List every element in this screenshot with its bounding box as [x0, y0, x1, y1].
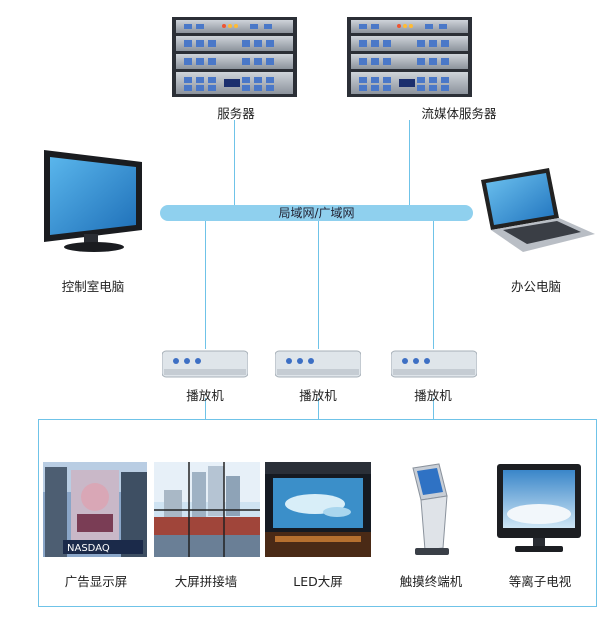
- player-device-icon: [275, 350, 361, 378]
- touch-kiosk-icon: [412, 463, 449, 555]
- video-wall-photo-icon: [154, 462, 260, 557]
- led-screen-photo-icon: [265, 462, 371, 557]
- streaming-server-link-line: [409, 120, 410, 206]
- device-label-ad-display: 广告显示屏: [64, 574, 128, 589]
- player-device-icon: [162, 350, 248, 378]
- display-devices-group: [38, 419, 597, 607]
- billboard-photo-icon: NASDAQ: [43, 462, 147, 557]
- network-bar: 局域网/广域网: [160, 205, 473, 221]
- player-label: 播放机: [414, 388, 452, 403]
- server-rack-icon: [172, 17, 297, 97]
- player-label: 播放机: [299, 388, 337, 403]
- player1-link-line: [205, 221, 206, 349]
- player1-to-box-line: [205, 398, 206, 419]
- svg-text:NASDAQ: NASDAQ: [67, 543, 110, 554]
- server-label: 服务器: [217, 106, 255, 121]
- device-label-plasma-tv: 等离子电视: [508, 574, 572, 589]
- office-computer-label: 办公电脑: [510, 279, 561, 294]
- server-link-line: [234, 120, 235, 206]
- network-label: 局域网/广域网: [278, 206, 355, 220]
- streaming-server-label: 流媒体服务器: [421, 106, 497, 121]
- player2-to-box-line: [318, 398, 319, 419]
- device-label-led-screen: LED大屏: [293, 574, 343, 589]
- laptop-icon: [481, 168, 595, 252]
- player-label: 播放机: [186, 388, 224, 403]
- control-room-computer-label: 控制室电脑: [61, 279, 125, 294]
- plasma-tv-icon: [497, 464, 581, 552]
- streaming-server-rack-icon: [347, 17, 472, 97]
- device-label-video-wall: 大屏拼接墙: [174, 574, 238, 589]
- player3-to-box-line: [433, 398, 434, 419]
- device-label-touch-kiosk: 触摸终端机: [399, 574, 463, 589]
- player-device-icon: [391, 350, 477, 378]
- player3-link-line: [433, 221, 434, 349]
- player2-link-line: [318, 221, 319, 349]
- desktop-monitor-icon: [44, 150, 142, 252]
